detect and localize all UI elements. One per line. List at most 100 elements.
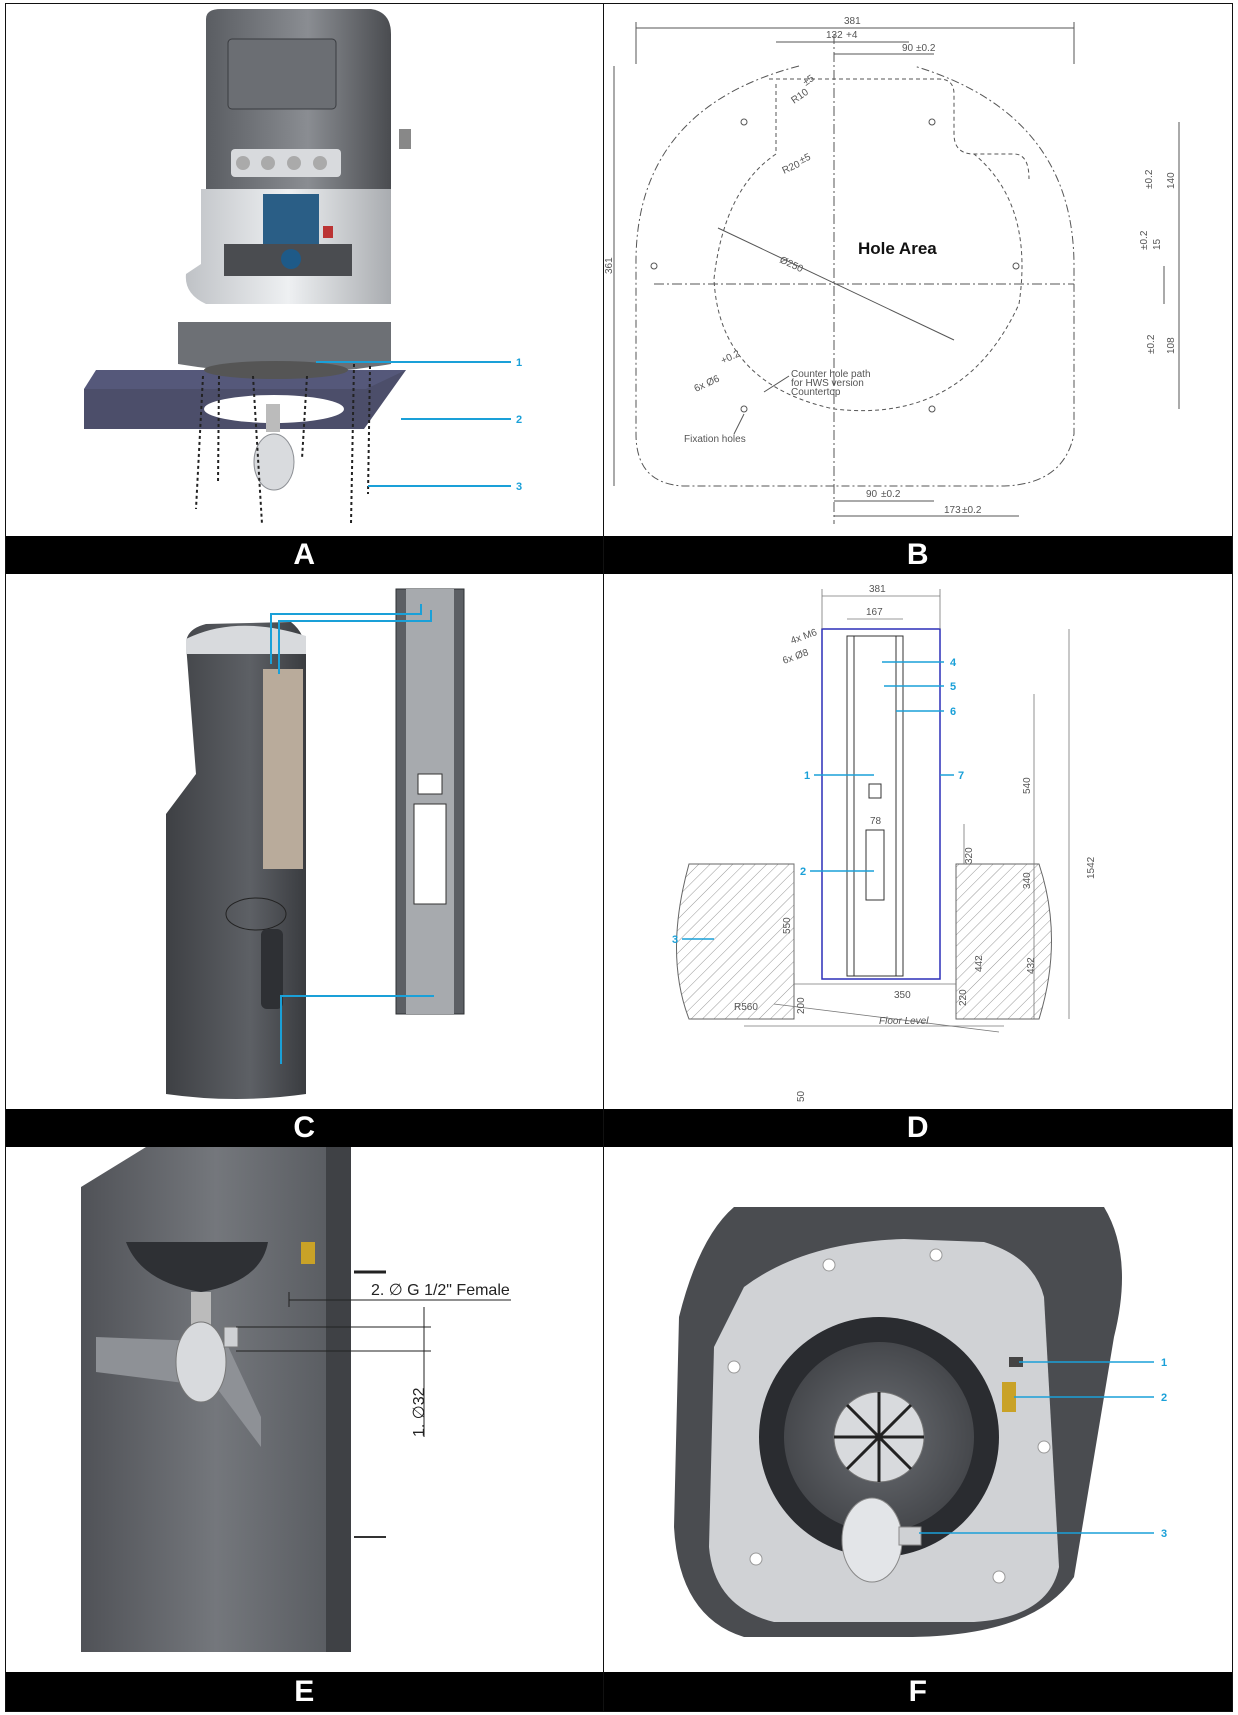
note-counter-2: for HWS version	[791, 378, 864, 389]
dim-d-50: 50	[796, 1090, 807, 1102]
dim-132-tol: +4	[846, 30, 858, 41]
drain-trap-e	[175, 1321, 227, 1403]
dim-173-tol: ±0.2	[962, 505, 982, 516]
dim-r10-tol: ±5	[801, 73, 817, 89]
panel-a: 1 2 3	[6, 4, 603, 536]
callout-d5: 5	[950, 681, 956, 693]
panel-e-label: E	[6, 1672, 603, 1711]
callout-a3: 3	[516, 481, 522, 493]
panel-b-label: B	[604, 536, 1232, 574]
dim-r20-tol: ±5	[798, 152, 813, 167]
dim-361: 361	[604, 257, 615, 274]
callout-d6: 6	[950, 706, 956, 718]
callout-d2: 2	[800, 866, 806, 878]
dim-132: 132	[826, 30, 843, 41]
panel-c	[6, 574, 603, 1109]
dim-6x-holes-tol: +0.2	[719, 348, 742, 366]
dim-d-m6: 4x M6	[789, 627, 819, 647]
dim-d-1542: 1542	[1086, 856, 1097, 879]
basin-bowl	[126, 1242, 268, 1292]
wall-block-right	[955, 863, 1052, 1020]
drain-trap-f	[841, 1497, 903, 1583]
dim-108-tol: ±0.2	[1146, 334, 1157, 354]
fixation-hole-marks	[650, 118, 1020, 413]
dim-r20: R20	[781, 159, 803, 177]
brass-fitting	[1002, 1382, 1016, 1412]
frame-outline	[821, 628, 941, 980]
dim-d-540: 540	[1022, 777, 1033, 794]
dim-d-442: 442	[974, 955, 985, 972]
panel-f: 1 2 3	[604, 1147, 1232, 1672]
dim-90-top-tol: ±0.2	[916, 43, 936, 54]
callout-f2: 2	[1161, 1392, 1167, 1404]
callout-f1: 1	[1161, 1357, 1167, 1369]
panel-f-drawing: 1 2 3	[674, 1207, 1167, 1637]
connector-lines	[270, 604, 434, 1064]
panel-a-label: A	[6, 536, 603, 574]
button-strip	[231, 149, 341, 177]
fixing-screws	[195, 363, 371, 525]
panel-e: 2. ∅ G 1/2" Female 1. ∅32	[6, 1147, 603, 1672]
dispenser-side-section	[81, 1147, 351, 1652]
panel-f-label: F	[604, 1672, 1232, 1711]
panel-e-drawing: 2. ∅ G 1/2" Female 1. ∅32	[81, 1147, 511, 1652]
dim-d-432: 432	[1026, 957, 1037, 974]
dim-d-220: 220	[958, 989, 969, 1006]
vertical-divider	[603, 4, 604, 1711]
callout-d1: 1	[804, 770, 810, 782]
panel-d-label: D	[604, 1109, 1232, 1147]
dim-e-female: 2. ∅ G 1/2" Female	[371, 1282, 510, 1299]
callout-f3: 3	[1161, 1528, 1167, 1540]
sensor-panel	[263, 194, 319, 246]
panel-b: Hole Area 381 132 +4 90 ±0.2 R10 ±5 R20 …	[604, 4, 1232, 536]
wall-block-left	[676, 863, 795, 1020]
hole-area-label: Hole Area	[858, 239, 937, 258]
panel-d: 381 167 4x M6 6x Ø8 1542 540 340 320 78 …	[604, 574, 1232, 1109]
dim-90-top: 90	[902, 43, 914, 54]
callout-lines-d	[682, 661, 954, 940]
dim-381: 381	[844, 16, 861, 27]
dim-15: 15	[1152, 238, 1163, 250]
dim-dia-250: Ø250	[778, 255, 805, 275]
note-counter-3: Countertop	[791, 387, 841, 398]
dim-90-bottom: 90	[866, 489, 878, 500]
panel-b-drawing: Hole Area 381 132 +4 90 ±0.2 R10 ±5 R20 …	[604, 16, 1180, 524]
dim-d-320: 320	[964, 847, 975, 864]
brass-connector	[301, 1242, 315, 1264]
dim-d-381: 381	[869, 584, 886, 595]
dim-173: 173	[944, 505, 961, 516]
drain-fins	[834, 1392, 924, 1482]
callout-d7: 7	[958, 770, 964, 782]
panel-c-label: C	[6, 1109, 603, 1147]
key-lock	[399, 129, 411, 149]
dim-d-340: 340	[1022, 872, 1033, 889]
figure-sheet: 1 2 3 A	[5, 3, 1233, 1712]
drain-trap	[253, 433, 295, 491]
panel-c-drawing	[166, 588, 465, 1099]
callout-a1: 1	[516, 357, 522, 369]
note-counter-1: Counter hole path	[791, 369, 871, 380]
dim-d-550: 550	[782, 917, 793, 934]
countertop-outline	[635, 65, 1075, 487]
callout-lines	[316, 361, 511, 487]
rail-column	[846, 635, 904, 977]
dim-6x-holes: 6x Ø6	[693, 373, 722, 394]
panel-a-drawing: 1 2 3	[84, 9, 522, 525]
callout-lines-f	[919, 1361, 1154, 1534]
dim-140-tol: ±0.2	[1144, 169, 1155, 189]
dim-d-350: 350	[894, 990, 911, 1001]
display-screen	[227, 38, 337, 110]
dim-140: 140	[1166, 172, 1177, 189]
panel-d-drawing: 381 167 4x M6 6x Ø8 1542 540 340 320 78 …	[672, 584, 1097, 1102]
note-fixation: Fixation holes	[684, 434, 746, 445]
dim-d-d8: 6x Ø8	[781, 647, 810, 667]
dim-d-r560: R560	[734, 1002, 758, 1013]
dim-108: 108	[1166, 337, 1177, 354]
callout-d4: 4	[950, 657, 957, 669]
dim-15-tol: ±0.2	[1139, 230, 1150, 250]
callout-d3: 3	[672, 934, 678, 946]
dim-d-200: 200	[796, 997, 807, 1014]
dim-90-bottom-tol: ±0.2	[881, 489, 901, 500]
mounting-rail-plate	[263, 669, 303, 869]
dim-d-78: 78	[870, 816, 882, 827]
